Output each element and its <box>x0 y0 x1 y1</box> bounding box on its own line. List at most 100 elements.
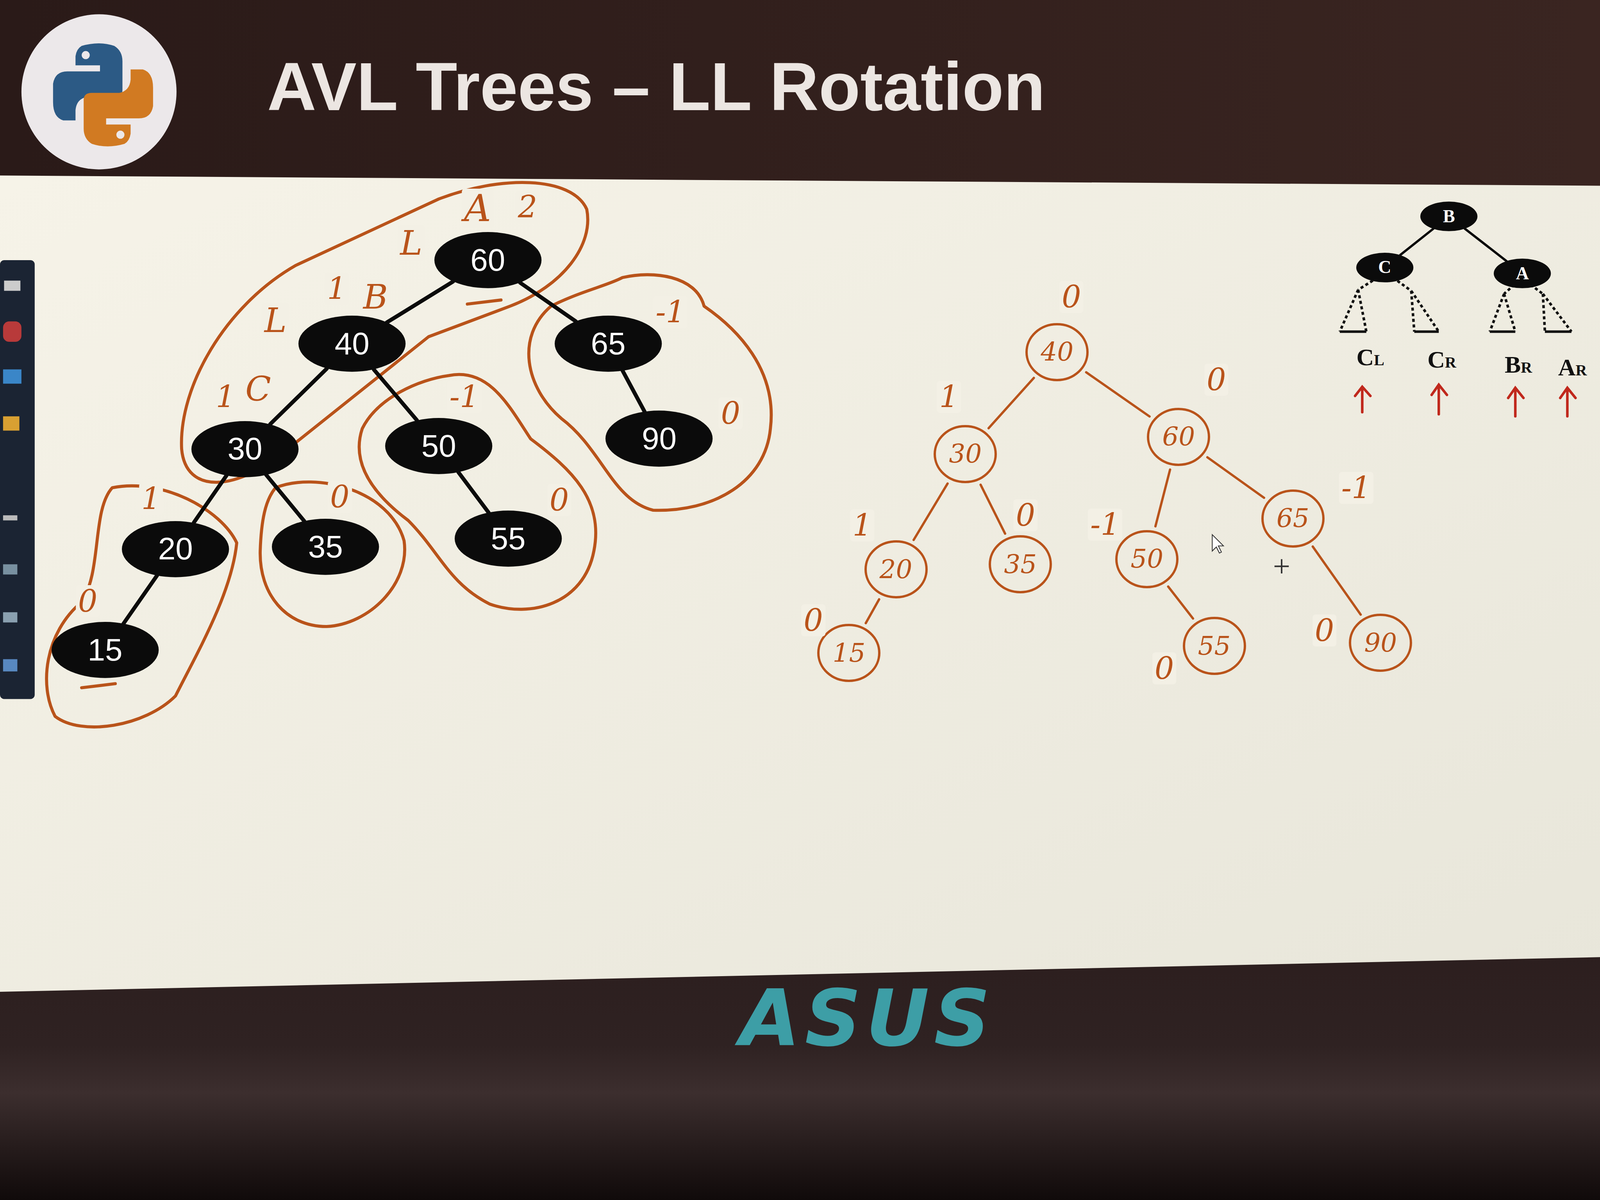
balance-annotation: 0 <box>327 480 352 513</box>
node-outline <box>434 232 542 289</box>
rotated-tree-node: 15 <box>817 623 881 683</box>
title-bar <box>0 0 1600 204</box>
node-outline <box>934 426 996 483</box>
node-label: A <box>1516 264 1529 283</box>
node-label: 55 <box>1198 633 1231 659</box>
up-arrow <box>1355 386 1371 413</box>
rotated-tree-node: 50 <box>1115 530 1179 589</box>
balance-annotation: 1 <box>850 509 875 542</box>
toolbar-panel <box>0 260 35 699</box>
tree-edge <box>1155 469 1171 527</box>
node-outline <box>554 315 662 372</box>
balance-annotation: -1 <box>1339 471 1374 504</box>
balance-annotation: 2 <box>515 191 540 224</box>
node-outline <box>51 621 159 679</box>
tree-edge <box>980 484 1006 534</box>
tree-node: 20 <box>121 521 229 578</box>
red-arrows <box>1355 384 1576 417</box>
balance-annotation: 1 <box>213 380 238 413</box>
subtree-triangle <box>1411 290 1440 332</box>
balance-annotation: 1 <box>324 272 349 305</box>
rotation-outline <box>181 182 588 483</box>
tree-node: 55 <box>454 510 562 567</box>
node-label: 65 <box>1276 505 1310 532</box>
rotated-tree-node: 65 <box>1261 489 1325 548</box>
balance-annotation: 0 <box>1059 280 1084 313</box>
rotated-tree-node: 40 <box>1025 323 1089 382</box>
tree-edge <box>913 483 948 540</box>
rotated-tree-node: 30 <box>933 425 997 484</box>
node-label: 35 <box>308 531 343 563</box>
slide-area <box>0 175 1600 992</box>
tool-icon <box>3 612 18 623</box>
tool-icon <box>3 369 22 384</box>
underline-mark <box>81 683 116 688</box>
node-outline <box>605 410 713 467</box>
balance-annotation: -1 <box>1087 508 1123 541</box>
balance-annotation: L <box>262 302 290 338</box>
tree-node: 15 <box>51 621 159 679</box>
subtree-triangle <box>1542 293 1572 332</box>
node-outline <box>1350 614 1411 671</box>
balance-annotation: C <box>242 371 274 407</box>
tool-icon <box>3 564 18 575</box>
node-outline <box>121 521 229 578</box>
rotated-tree-node: 35 <box>988 535 1052 594</box>
node-outline <box>1262 490 1324 547</box>
subtree-outline <box>528 274 772 511</box>
node-label: 35 <box>1003 551 1037 578</box>
balance-annotation: A <box>461 188 494 228</box>
subtree-outline <box>46 485 237 727</box>
node-label: 40 <box>334 328 370 360</box>
balance-annotation: 0 <box>718 397 743 430</box>
node-label: 15 <box>832 640 866 667</box>
node-outline <box>191 421 299 478</box>
schema-node: A <box>1493 258 1551 289</box>
node-outline <box>989 536 1051 593</box>
node-outline <box>1356 252 1414 283</box>
balance-annotation: -1 <box>653 296 688 329</box>
tree-edge <box>519 282 576 322</box>
balance-annotation: 1 <box>139 482 164 515</box>
subtree-label: CR <box>1427 347 1457 372</box>
node-label: 40 <box>1040 339 1074 365</box>
node-outline <box>454 510 562 567</box>
rotated-tree-node: 20 <box>864 540 928 599</box>
tree-edge <box>1086 372 1150 417</box>
node-outline <box>298 315 406 372</box>
subtree-label: AR <box>1558 355 1588 380</box>
node-label: 90 <box>641 423 677 455</box>
tree-edge <box>1400 228 1434 256</box>
tree-edge <box>266 474 305 522</box>
tree-edge <box>988 377 1034 429</box>
tool-icon <box>3 321 22 342</box>
subtree-triangle <box>1489 293 1516 332</box>
tree-node: 65 <box>554 315 662 372</box>
node-outline <box>385 417 493 475</box>
tree-edge <box>270 368 327 425</box>
python-logo <box>21 14 177 170</box>
underline-mark <box>467 300 501 304</box>
up-arrow <box>1431 384 1447 415</box>
tree-node: 40 <box>298 315 406 372</box>
balance-annotation: 0 <box>801 604 826 637</box>
grouping-outlines <box>46 182 772 727</box>
node-label: 20 <box>879 556 913 583</box>
up-arrow <box>1508 387 1524 417</box>
schema-node: C <box>1356 252 1414 283</box>
tree-edge <box>865 599 879 624</box>
tree-node: 60 <box>434 232 542 289</box>
balance-annotation: 0 <box>547 483 572 517</box>
tree-edge <box>1168 586 1194 619</box>
node-outline <box>1148 408 1209 465</box>
tree-node: 50 <box>385 417 493 475</box>
tree-node: 90 <box>605 410 713 467</box>
node-label: 50 <box>421 430 457 462</box>
rotated-tree-node: 55 <box>1182 616 1247 675</box>
node-label: 30 <box>227 433 263 465</box>
node-label: 20 <box>158 533 193 565</box>
node-outline <box>271 518 379 575</box>
tree-edge <box>193 475 227 523</box>
tool-icon <box>3 659 18 672</box>
